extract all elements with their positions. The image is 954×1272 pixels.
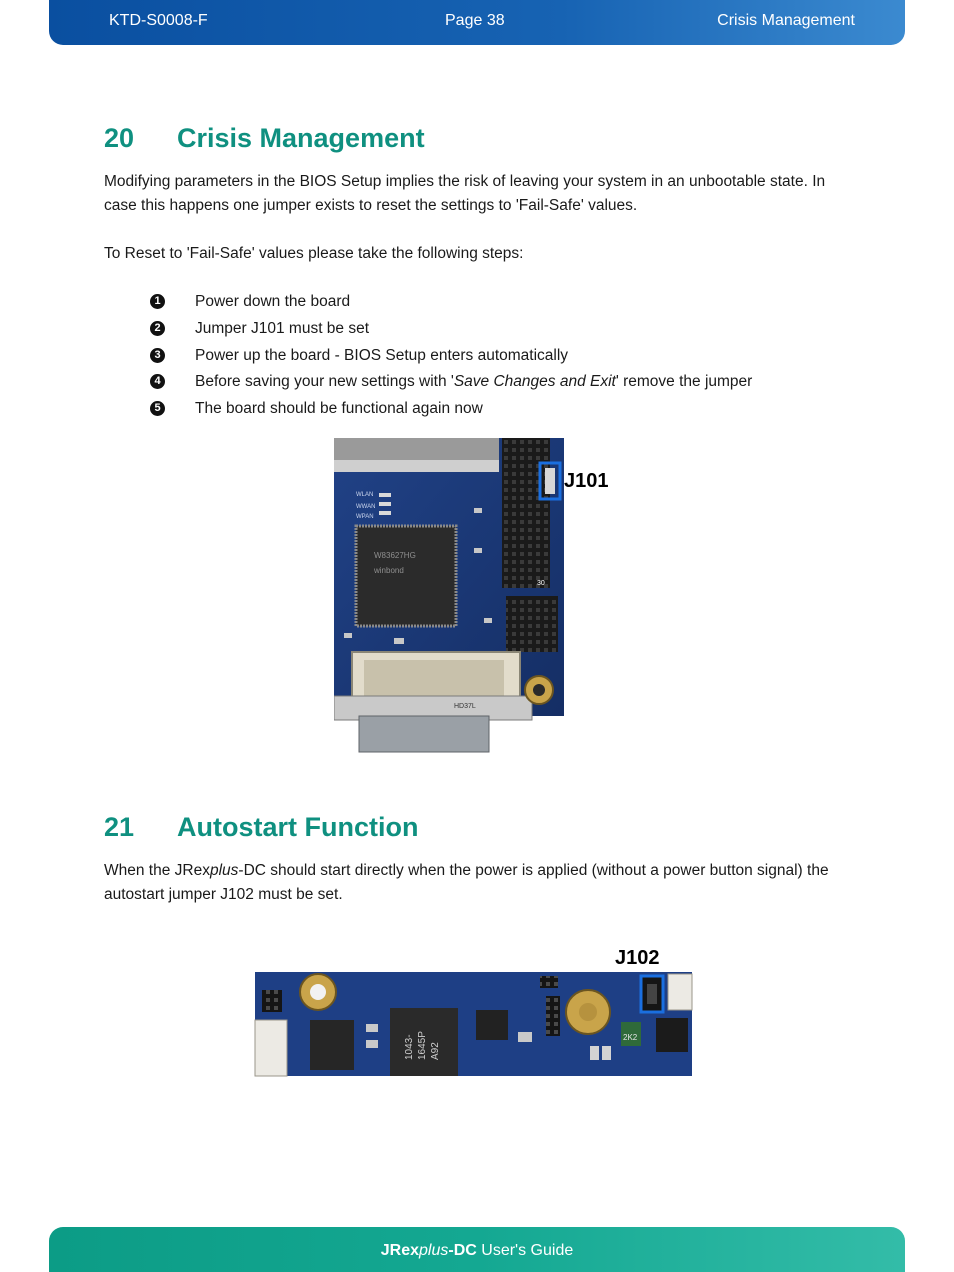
step-text: Power up the board - BIOS Setup enters a… [195,346,569,364]
svg-text:1043-: 1043- [404,1034,415,1060]
board-photo-j101: 30 WLAN WWAN WPAN W83627HG winbond HD37L… [333,438,620,754]
steps-intro-paragraph: To Reset to 'Fail-Safe' values please ta… [104,245,524,262]
document-id: KTD-S0008-F [109,12,208,29]
step-text: Jumper J101 must be set [195,319,370,337]
svg-text:WLAN: WLAN [356,492,373,498]
svg-text:WPAN: WPAN [356,514,374,520]
step-number-bullet: 5 [150,401,165,417]
section-title: Autostart Function [177,812,419,842]
step-number-bullet: 4 [150,374,165,390]
step-text: The board should be functional again now [195,400,483,418]
autostart-paragraph: When the JRexplus-DC should start direct… [104,862,829,903]
step-number-bullet: 1 [150,294,165,309]
step-text: Before saving your new settings with 'Sa… [195,373,753,391]
svg-text:1645P: 1645P [417,1031,428,1060]
section-title: Crisis Management [177,123,425,153]
svg-text:30: 30 [537,580,545,587]
page-footer: JRexplus-DC User's Guide [49,1227,905,1272]
step-number-bullet: 3 [150,347,165,363]
svg-text:HD37L: HD37L [454,703,476,710]
header-section-name: Crisis Management [717,12,855,29]
section-number: 21 [104,812,135,842]
page-number: Page 38 [445,12,505,29]
section-number: 20 [104,123,135,153]
section-heading-crisis-management: 20 Crisis Management [104,123,425,154]
j101-label: J101 [564,470,609,492]
svg-text:W83627HG: W83627HG [374,551,416,560]
svg-text:winbond: winbond [373,566,404,575]
board-photo-j102: 1043- 1645P A92 2K2 J102 [248,932,700,1078]
page-header: KTD-S0008-F Page 38 Crisis Management [49,0,905,45]
j102-label: J102 [615,947,660,969]
step-number-bullet: 2 [150,320,165,336]
svg-text:A92: A92 [430,1042,441,1060]
crisis-intro-paragraph: Modifying parameters in the BIOS Setup i… [104,173,826,214]
step-text: Power down the board [195,293,351,310]
svg-text:2K2: 2K2 [623,1033,638,1042]
section-heading-autostart-function: 21 Autostart Function [104,812,418,843]
footer-brand: JRexplus-DC [380,1242,477,1259]
footer-title-suffix: User's Guide [476,1242,574,1259]
svg-text:WWAN: WWAN [356,504,375,510]
